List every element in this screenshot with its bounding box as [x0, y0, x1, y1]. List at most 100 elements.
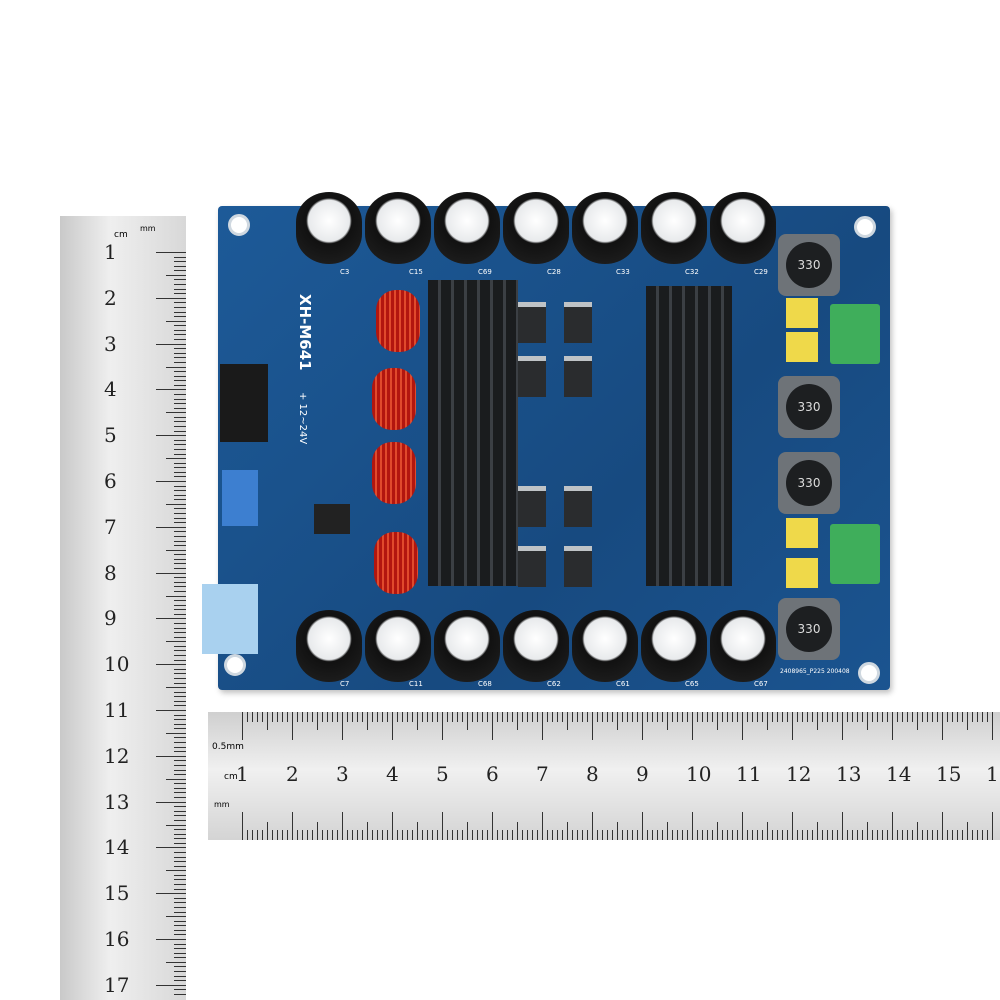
ruler-tick [392, 812, 393, 840]
ruler-tick [727, 830, 728, 840]
ruler-tick [174, 714, 186, 716]
ruler-tick [166, 320, 186, 322]
ruler-number: 14 [104, 835, 130, 860]
ruler-tick [957, 712, 958, 722]
electrolytic-capacitor [641, 192, 707, 264]
electrolytic-capacitor [641, 610, 707, 682]
ruler-tick [332, 712, 333, 722]
ruler-number: 6 [104, 469, 117, 493]
ruler-number: 2 [286, 762, 299, 786]
capacitor-label: C15 [409, 268, 423, 276]
ruler-tick [867, 822, 868, 840]
ruler-tick [992, 812, 993, 840]
ruler-tick [174, 691, 186, 693]
ruler-tick [897, 830, 898, 840]
ruler-tick [682, 712, 683, 722]
ruler-tick [702, 712, 703, 722]
ruler-tick [174, 540, 186, 542]
ruler-tick [174, 819, 186, 821]
toroid-coil [372, 368, 416, 430]
ruler-tick [174, 306, 186, 308]
ruler-unit-cm: cm [224, 772, 238, 782]
ruler-tick [174, 787, 186, 789]
ruler-tick [637, 712, 638, 722]
ruler-tick [907, 830, 908, 840]
ruler-tick [174, 957, 186, 959]
ruler-tick [156, 526, 186, 528]
ruler-tick [357, 712, 358, 722]
ruler-tick [156, 847, 186, 849]
ruler-tick [642, 712, 643, 740]
capacitor-label: C68 [478, 680, 492, 688]
ruler-tick [372, 830, 373, 840]
ruler-tick [647, 712, 648, 722]
chip [314, 504, 350, 534]
ruler-tick [166, 412, 186, 414]
ruler-unit-cm: cm [114, 230, 128, 240]
ruler-tick [174, 293, 186, 295]
mount-hole [228, 214, 250, 236]
ruler-tick [627, 830, 628, 840]
ruler-tick [972, 712, 973, 722]
ruler-tick [802, 830, 803, 840]
ruler-tick [447, 712, 448, 722]
capacitor-label: C33 [616, 268, 630, 276]
ruler-tick [767, 712, 768, 730]
ruler-tick [174, 829, 186, 831]
ruler-tick [927, 830, 928, 840]
ruler-tick [812, 830, 813, 840]
ruler-tick [717, 822, 718, 840]
ruler-tick [922, 830, 923, 840]
ruler-tick [174, 462, 186, 464]
ruler-tick [174, 590, 186, 592]
ruler-tick [537, 830, 538, 840]
ruler-tick [837, 712, 838, 722]
ruler-tick [427, 712, 428, 722]
model-label: XH-M641 [296, 294, 314, 371]
ruler-tick [887, 712, 888, 722]
ruler-tick [302, 712, 303, 722]
capacitor-label: C32 [685, 268, 699, 276]
ruler-tick [512, 712, 513, 722]
ruler-tick [762, 830, 763, 840]
ruler-tick [174, 348, 186, 350]
ruler-tick [912, 830, 913, 840]
ruler-tick [402, 712, 403, 722]
ruler-tick [174, 902, 186, 904]
ruler-number: 12 [786, 762, 812, 786]
ruler-tick [342, 712, 343, 740]
ruler-tick [247, 830, 248, 840]
ruler-tick [882, 712, 883, 722]
ruler-tick [617, 712, 618, 730]
ruler-tick [442, 812, 443, 840]
ruler-tick [166, 274, 186, 276]
electrolytic-capacitor [503, 192, 569, 264]
ruler-tick [882, 830, 883, 840]
ruler-tick [377, 712, 378, 722]
ruler-tick [497, 712, 498, 722]
ruler-number: 16 [104, 927, 130, 951]
ruler-tick [174, 911, 186, 913]
ruler-tick [166, 870, 186, 872]
ruler-tick [166, 732, 186, 734]
ruler-tick [592, 712, 593, 740]
ruler-tick [957, 830, 958, 840]
ruler-tick [174, 728, 186, 730]
ruler-tick [312, 830, 313, 840]
ruler-tick [174, 815, 186, 817]
ruler-tick [174, 673, 186, 675]
voltage-label: + 12~24V [297, 392, 308, 445]
ruler-number: 8 [104, 560, 117, 585]
ruler-tick [807, 712, 808, 722]
ruler-tick [367, 822, 368, 840]
electrolytic-capacitor [296, 192, 362, 264]
ruler-tick [932, 830, 933, 840]
ruler-number: 1 [986, 762, 999, 786]
ruler-tick [262, 830, 263, 840]
ruler-tick [742, 812, 743, 840]
ruler-tick [174, 407, 186, 409]
ruler-tick [372, 712, 373, 722]
ruler-tick [174, 439, 186, 441]
ruler-tick [537, 712, 538, 722]
